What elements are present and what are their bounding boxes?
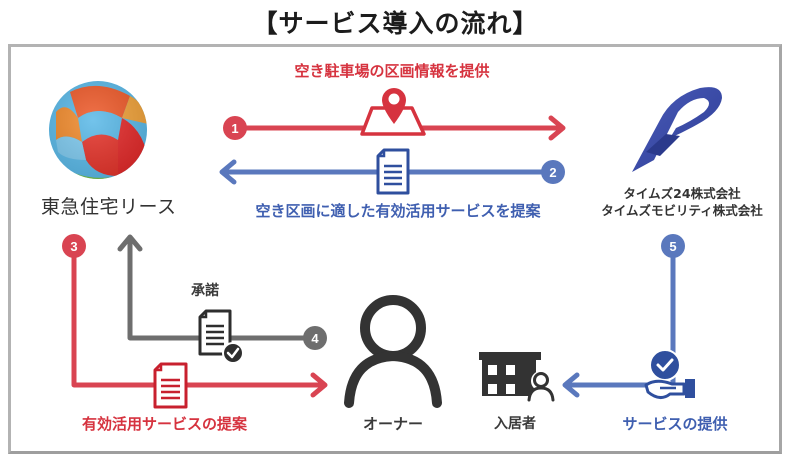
person-icon (344, 295, 442, 408)
step-5-number: 5 (669, 239, 676, 254)
ribbon-logo-icon (632, 87, 722, 172)
step-4-number: 4 (311, 331, 319, 346)
document-icon (376, 148, 410, 195)
step-5-badge (661, 234, 685, 258)
map-pin-icon (360, 88, 426, 136)
times-name-line: タイムズモビリティ株式会社 (601, 203, 763, 218)
step-4-label: 承諾 (191, 283, 219, 299)
step-3-label: 有効活用サービスの提案 (82, 415, 248, 433)
resident-label: 入居者 (494, 416, 536, 432)
step-2-label: 空き区画に適した有効活用サービスを提案 (255, 202, 541, 220)
step-3-arrow: 3 (62, 234, 328, 398)
apartment-resident-icon (479, 352, 555, 402)
step-2-number: 2 (549, 165, 556, 180)
sphere-logo-icon (49, 81, 147, 179)
times-name-line: タイムズ24株式会社 (623, 186, 741, 201)
document-icon (153, 362, 188, 409)
lessor-name: 東急住宅リース (41, 196, 177, 218)
step-4-arrow: 4 (117, 234, 327, 350)
step-2-badge (541, 160, 565, 184)
owner-label: オーナー (362, 415, 424, 433)
step-1-number: 1 (231, 121, 238, 136)
step-5-label: サービスの提供 (622, 415, 728, 433)
step-1-label: 空き駐車場の区画情報を提供 (294, 62, 490, 80)
step-3-badge (62, 234, 86, 258)
step-3-number: 3 (70, 239, 77, 254)
hand-check-icon (644, 349, 695, 399)
times-names: タイムズ24株式会社 タイムズモビリティ株式会社 (590, 185, 774, 219)
diagram-title: 【サービス導入の流れ】 (252, 9, 539, 38)
document-check-icon (198, 309, 244, 364)
step-1-badge (223, 116, 247, 140)
step-4-badge (303, 326, 327, 350)
